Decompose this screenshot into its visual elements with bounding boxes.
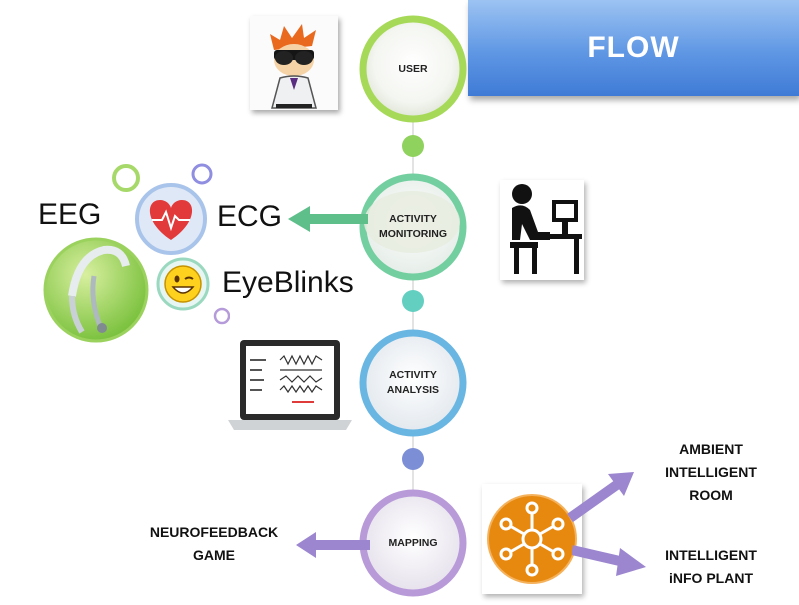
laptop-signals-image — [226, 336, 354, 436]
node-analysis-ring — [359, 329, 467, 437]
flow-title: FLOW — [587, 31, 680, 64]
signal-ecg-label: ECG — [217, 200, 283, 233]
signal-eyeblinks-label: EyeBlinks — [222, 266, 354, 299]
output-neurofeedback-label: NEUROFEEDBACK GAME — [149, 524, 279, 563]
node-user: USER — [356, 12, 470, 126]
connector-dot-blue — [402, 448, 424, 470]
monitoring-to-ecg-arrow — [288, 206, 368, 232]
decorative-rings — [112, 163, 230, 325]
hub-network-image — [482, 484, 582, 594]
node-monitoring-ring — [359, 173, 467, 281]
node-user-label: USER — [398, 62, 428, 75]
ecg-heart-image — [134, 182, 208, 256]
mapping-to-neurofeedback-arrow — [296, 532, 370, 558]
output-ambient-room-label: AMBIENT INTELLIGENT ROOM — [665, 441, 757, 503]
signal-eeg-label: EEG — [38, 198, 102, 231]
node-activity-analysis: ACTIVITY ANALYSIS — [356, 326, 470, 440]
hub-to-info-plant-arrow — [572, 545, 646, 576]
desk-worker-image — [500, 180, 584, 280]
flow-banner: FLOW — [468, 0, 799, 96]
node-mapping: MAPPING — [356, 486, 470, 600]
node-activity-monitoring: ACTIVITY MONITORING — [356, 170, 470, 284]
eeg-headset-image — [42, 236, 150, 344]
eyeblinks-smiley-image — [156, 257, 210, 311]
node-user-ring — [359, 15, 467, 123]
connector-dot-green — [402, 135, 424, 157]
output-info-plant-label: INTELLIGENT iNFO PLANT — [665, 547, 757, 586]
node-monitoring-label: ACTIVITY MONITORING — [378, 213, 448, 240]
hub-network-icon — [487, 494, 577, 584]
connector-dot-teal — [402, 290, 424, 312]
desk-worker-icon — [510, 184, 582, 274]
hub-to-ambient-room-arrow — [567, 472, 634, 523]
user-avatar-image — [250, 16, 338, 110]
node-analysis-label: ACTIVITY ANALYSIS — [386, 369, 440, 396]
node-mapping-label: MAPPING — [388, 536, 438, 549]
